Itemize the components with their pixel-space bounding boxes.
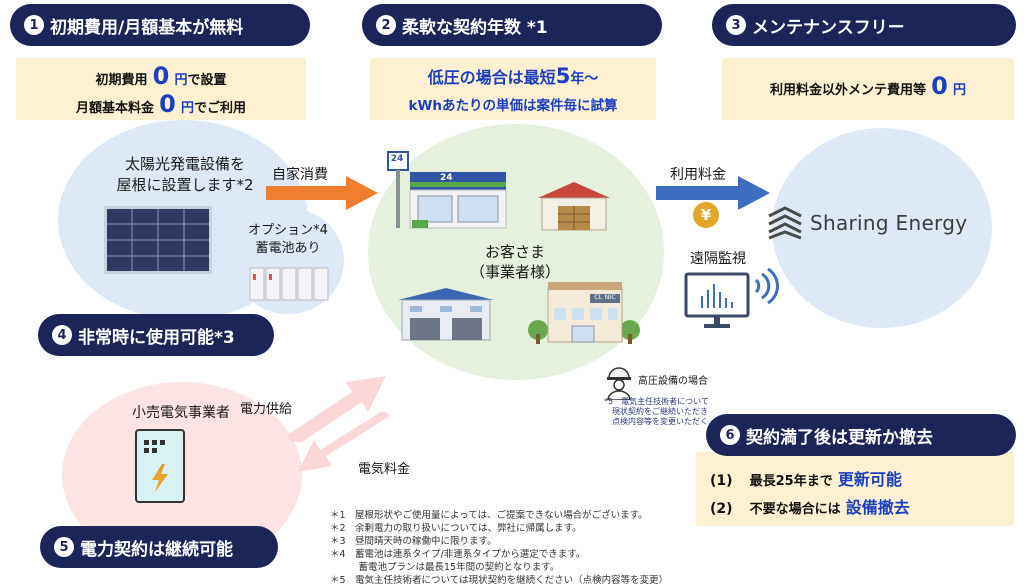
self-consumption-label: 自家消費	[272, 167, 328, 183]
box1-line2-unit: 円	[180, 101, 194, 116]
footnote-1: ＊1 屋根形状やご使用量によっては、ご提案できない場合がございます。	[330, 510, 648, 521]
box6-item2-label: (2)	[710, 501, 733, 517]
usage-fee-label: 利用料金	[670, 167, 726, 183]
sharing-energy-logo-icon	[768, 206, 802, 240]
power-supply-arrow	[286, 376, 386, 442]
box4-title-pill: 4 非常時に使用可能*3	[38, 314, 274, 356]
high-voltage-note-line3: 点検内容等を変更いただく	[612, 417, 708, 426]
customer-caption-line1: お客さま	[484, 243, 545, 261]
self-consumption-arrow	[266, 176, 378, 210]
battery-caption-line1: オプション*4	[248, 223, 328, 238]
box3-line1-num: 0	[931, 72, 948, 100]
solar-panel-icon	[104, 206, 212, 274]
box2-line1-a: 低圧の場合は最短	[427, 68, 556, 87]
box5-title-pill: 5 電力契約は継続可能	[40, 526, 278, 568]
box1-line1-pre: 初期費用	[95, 73, 148, 88]
footnote-3: ＊3 昼間晴天時の稼働中に限ります。	[330, 536, 497, 547]
high-voltage-label: 高圧設備の場合	[638, 376, 708, 387]
box1-line2-pre: 月額基本料金	[76, 101, 155, 116]
box5-title: 電力契約は継続可能	[80, 539, 233, 560]
footnote-4b: 蓄電池プランは最長15年間の契約となります。	[330, 562, 560, 573]
box1-title: 初期費用/月額基本が無料	[50, 17, 244, 38]
solar-caption-line1: 太陽光発電設備を	[124, 155, 245, 173]
box5-number: 5	[54, 537, 74, 557]
monitor-icon	[684, 272, 750, 328]
clinic-icon	[528, 282, 640, 344]
box2-detail: 低圧の場合は最短5年～ kWhあたりの単価は案件毎に試算	[370, 58, 656, 120]
box1-line1-unit: 円	[174, 73, 188, 88]
box6-item1-label: (1)	[710, 473, 733, 489]
box1-detail: 初期費用 0 円で設置 月額基本料金 0 円でご利用	[16, 58, 306, 120]
box6-item2-text: 不要な場合には	[749, 502, 841, 517]
engineer-icon	[607, 367, 631, 400]
electricity-fee-arrow	[298, 412, 390, 472]
box2-line2: kWhあたりの単価は案件毎に試算	[408, 98, 618, 114]
solar-caption-line2: 屋根に設置します*2	[116, 176, 254, 194]
box3-number: 3	[726, 15, 746, 35]
box6-title-pill: 6 契約満了後は更新か撤去	[706, 414, 1016, 456]
box3-line1-unit: 円	[952, 83, 966, 98]
box4-number: 4	[52, 325, 72, 345]
box1-number: 1	[24, 15, 44, 35]
high-voltage-note-line2: 現状契約をご継続いただき	[612, 407, 708, 416]
usage-fee-arrow	[656, 176, 770, 210]
box2-line1-b: 5	[555, 64, 571, 88]
footnote-5: ＊5 電気主任技術者については現状契約を継続ください（点検内容等を変更）	[330, 575, 669, 586]
remote-monitoring-label: 遠隔監視	[690, 251, 746, 267]
box3-detail: 利用料金以外メンテ費用等 0 円	[722, 58, 1014, 120]
box6-item2-em: 設備撤去	[845, 498, 910, 517]
box6-detail: (1) 最長25年まで 更新可能 (2) 不要な場合には 設備撤去	[696, 452, 1014, 526]
brand-name: Sharing Energy	[810, 211, 968, 235]
store-roof-sign: 24	[440, 173, 453, 183]
box1-line2-num: 0	[159, 90, 176, 118]
warehouse-icon	[538, 182, 610, 231]
store-sign: 24	[390, 154, 404, 164]
box2-title-pill: 2 柔軟な契約年数 *1	[362, 4, 662, 46]
box3-title-pill: 3 メンテナンスフリー	[712, 4, 1016, 46]
footnote-4: ＊4 蓄電池は連系タイプ/非連系タイプから選定できます。	[330, 549, 586, 560]
box4-title: 非常時に使用可能*3	[78, 327, 235, 348]
factory-icon	[398, 288, 494, 341]
battery-caption-line2: 蓄電池あり	[255, 241, 321, 256]
footnote-2: ＊2 余剰電力の取り扱いについては、弊社に帰属します。	[330, 523, 582, 534]
box2-title: 柔軟な契約年数 *1	[402, 17, 548, 38]
box1-title-pill: 1 初期費用/月額基本が無料	[10, 4, 310, 46]
box3-line1-pre: 利用料金以外メンテ費用等	[770, 83, 927, 98]
box1-line1-num: 0	[152, 62, 170, 90]
power-supply-label: 電力供給	[240, 402, 293, 417]
customer-caption-line2: （事業者様）	[469, 263, 560, 281]
retailer-label: 小売電気事業者	[132, 405, 230, 421]
yen-coin-icon: ¥	[693, 202, 719, 228]
provider-circle	[772, 128, 992, 328]
electricity-fee-label: 電気料金	[358, 462, 411, 477]
power-meter-icon	[135, 429, 185, 503]
convenience-store-icon	[387, 151, 507, 229]
box2-number: 2	[376, 15, 396, 35]
high-voltage-note: *5 電気主任技術者について 現状契約をご継続いただき 点検内容等を変更いただく	[604, 397, 709, 427]
box6-item1-em: 更新可能	[837, 470, 902, 489]
box6-number: 6	[720, 425, 740, 445]
box1-line2-post: でご利用	[193, 101, 246, 116]
customer-caption: お客さま （事業者様）	[460, 242, 570, 282]
solar-caption: 太陽光発電設備を 屋根に設置します*2	[70, 154, 300, 196]
box6-title: 契約満了後は更新か撤去	[746, 427, 933, 448]
box3-title: メンテナンスフリー	[752, 17, 905, 38]
wireless-signal-icon	[754, 267, 779, 305]
box2-line1-c: 年～	[570, 71, 599, 87]
high-voltage-note-line1: *5 電気主任技術者について	[604, 397, 709, 406]
footnotes: ＊1 屋根形状やご使用量によっては、ご提案できない場合がございます。 ＊2 余剰…	[330, 509, 668, 587]
box6-item1-text: 最長25年まで	[749, 474, 833, 489]
clinic-sign: CL NIC	[594, 293, 616, 301]
battery-icon	[249, 267, 329, 301]
battery-caption: オプション*4 蓄電池あり	[228, 222, 348, 258]
box1-line1-post: で設置	[187, 73, 227, 88]
